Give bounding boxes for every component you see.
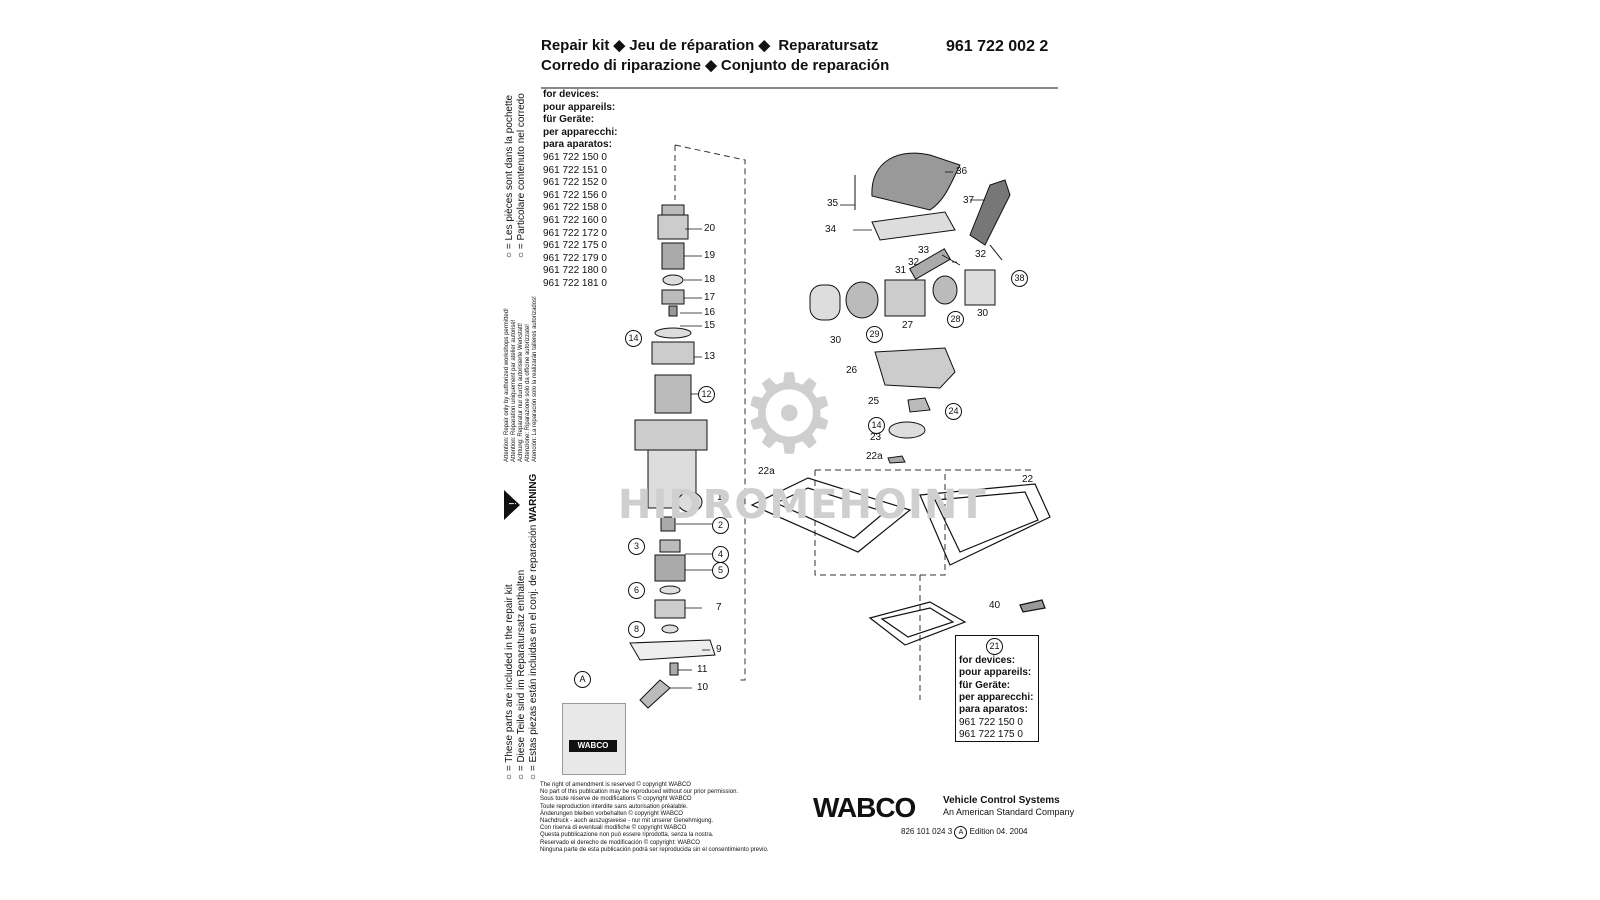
label-7: 7 — [716, 602, 722, 613]
label-22: 22 — [1022, 474, 1034, 485]
kit-marker: A — [574, 671, 591, 688]
inset-devices-box: 21 for devices: pour appareils: für Gerä… — [955, 635, 1039, 742]
label-1: 1 — [717, 492, 723, 503]
label-22a: 22a — [758, 466, 775, 477]
label-9: 9 — [716, 644, 722, 655]
label-33b: 32 — [975, 249, 987, 260]
label-17: 17 — [704, 292, 716, 303]
label-32: 31 — [895, 265, 907, 276]
label-35: 34 — [825, 224, 837, 235]
label-33a: 32 — [908, 257, 920, 268]
label-6: 6 — [628, 582, 645, 599]
label-31b: 30 — [830, 335, 842, 346]
label-10: 10 — [697, 682, 709, 693]
label-11: 11 — [697, 664, 708, 675]
svg-text:!: ! — [508, 502, 519, 505]
label-14a: 14 — [625, 330, 642, 347]
label-12: 12 — [698, 386, 715, 403]
note-included-es: ○ = Estas piezas están incluidas en el c… — [528, 524, 539, 780]
label-40: 40 — [989, 600, 1001, 611]
copyright-block: The right of amendment is reserved © cop… — [540, 782, 769, 853]
label-5: 5 — [712, 562, 729, 579]
label-36: 35 — [827, 198, 839, 209]
note-included-en: ○ = These parts are included in the repa… — [504, 584, 515, 780]
wabco-logo: WABCO — [813, 792, 916, 823]
note-included-de: ○ = Diese Teile sind im Reparatursatz en… — [516, 569, 527, 780]
label-30: 29 — [866, 326, 883, 343]
label-2: 2 — [712, 517, 729, 534]
kit-bag-image: WABCO — [562, 703, 626, 775]
inset-labels: for devices: pour appareils: für Geräte:… — [959, 655, 1034, 716]
label-25: 24 — [945, 403, 962, 420]
gasket-plates-drawing — [750, 477, 1051, 646]
handle-assembly-drawing — [809, 152, 1011, 464]
label-8: 8 — [628, 621, 645, 638]
label-13: 13 — [704, 351, 716, 362]
label-27: 26 — [846, 365, 858, 376]
label-28: 27 — [902, 320, 914, 331]
part-number: 961 722 002 2 — [946, 38, 1049, 55]
label-23: 22a — [866, 451, 883, 462]
doc-number-line: 826 101 024 3 A Edition 04. 2004 — [901, 826, 1027, 839]
inset-numbers: 961 722 150 0 961 722 175 0 — [959, 717, 1023, 740]
label-39: 38 — [1011, 270, 1028, 287]
label-18: 18 — [704, 274, 716, 285]
label-37: 36 — [956, 166, 968, 177]
device-labels: for devices: pour appareils: für Geräte:… — [543, 89, 618, 151]
label-34: 33 — [918, 245, 930, 256]
title-line-2: Corredo di riparazione ◆ Conjunto de rep… — [541, 57, 890, 74]
parts-sheet: Repair kit ◆ Jeu de réparation ◆ Reparat… — [490, 0, 1075, 880]
inset-marker: 21 — [986, 638, 1003, 655]
label-24: 23 — [870, 432, 882, 443]
label-20: 20 — [704, 223, 716, 234]
warning-triangle-icon: ! — [504, 490, 520, 520]
watermark-gear-icon: ⚙ — [740, 350, 839, 478]
device-numbers: 961 722 150 0 961 722 151 0 961 722 152 … — [543, 152, 607, 289]
label-14b: 14 — [868, 417, 885, 434]
kit-bag-brand: WABCO — [569, 740, 617, 752]
watermark-text: HIDROMEHOINT — [618, 482, 987, 528]
label-31a: 30 — [977, 308, 989, 319]
label-3: 3 — [628, 538, 645, 555]
drawing-layer: ! — [504, 87, 1058, 709]
label-38: 37 — [963, 195, 975, 206]
title-line-1: Repair kit ◆ Jeu de réparation ◆ Reparat… — [541, 37, 879, 54]
label-29: 28 — [947, 311, 964, 328]
brand-subtitle: Vehicle Control Systems — [943, 795, 1060, 806]
label-15: 15 — [704, 320, 716, 331]
brand-subtitle-2: An American Standard Company — [943, 807, 1075, 817]
label-26: 25 — [868, 396, 880, 407]
label-4: 4 — [712, 546, 729, 563]
edition-marker: A — [954, 826, 968, 839]
label-19: 19 — [704, 250, 716, 261]
warning-label: WARNING — [528, 473, 539, 522]
valve-stack-drawing — [629, 204, 716, 709]
label-16: 16 — [704, 307, 716, 318]
